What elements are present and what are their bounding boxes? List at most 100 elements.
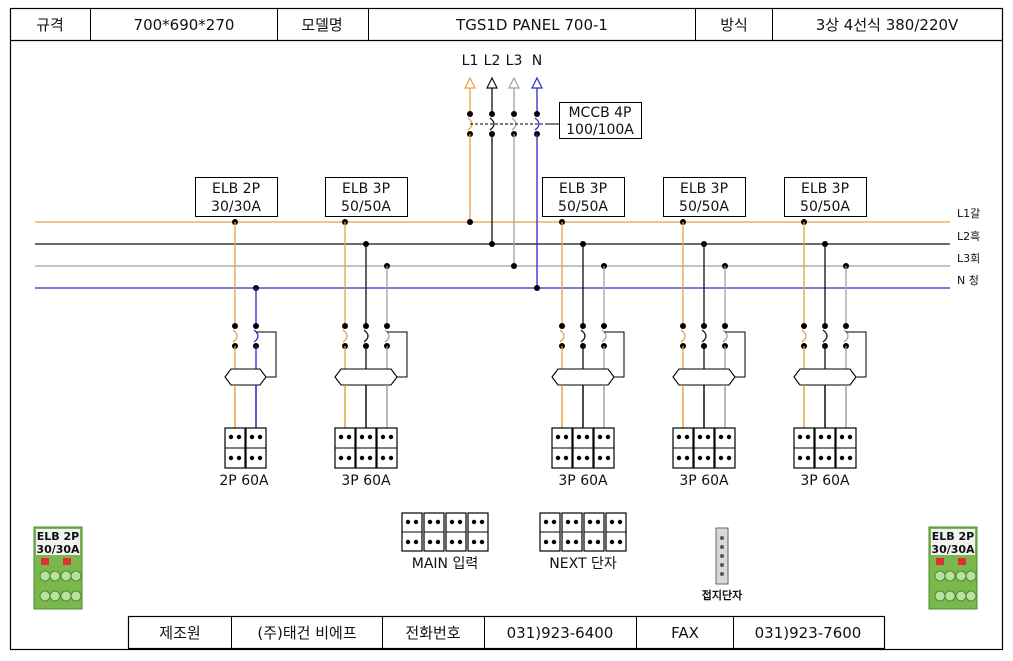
branch-5-label-1: ELB 3P [801, 181, 849, 197]
terminal-screw-icon [576, 434, 582, 440]
terminal-screw-icon [617, 519, 623, 525]
branch-2-label-2: 50/50A [341, 199, 391, 215]
spec-label: 규격 [36, 16, 64, 34]
ground-screw-icon [720, 554, 724, 558]
terminal-screw-icon [551, 519, 557, 525]
incoming-labels: L1 L2 L3 N [462, 53, 543, 69]
branch-3-label-2: 50/50A [558, 199, 608, 215]
branch-3-terminal-label: 3P 60A [558, 473, 608, 489]
terminal-screw-icon [805, 434, 811, 440]
branch-label-3: ELB 3P 50/50A [542, 177, 625, 217]
method-label: 방식 [720, 16, 748, 34]
screw-icon [70, 590, 82, 602]
test-circuit-wire [387, 331, 408, 378]
terminal-screw-icon [338, 434, 344, 440]
terminal-screw-icon [228, 455, 234, 461]
fax-label: FAX [671, 624, 699, 642]
terminal-screw-icon [597, 434, 603, 440]
side-badge-left: ELB 2P 30/30A [33, 526, 83, 610]
test-circuit-wire [604, 331, 625, 378]
breaker-contact-icon [534, 117, 540, 131]
breaker-contact-icon [701, 329, 707, 343]
terminal-screw-icon [228, 434, 234, 440]
zct-icon [224, 368, 267, 386]
terminal-screw-icon [818, 434, 824, 440]
terminal-screw-icon [587, 539, 593, 545]
terminal-screw-icon [435, 519, 441, 525]
side-badge-left-line2: 30/30A [36, 543, 80, 556]
terminal-screw-icon [839, 434, 845, 440]
breaker-contact-dot [342, 323, 348, 329]
incoming-arrow-icon [486, 76, 498, 89]
breaker-contact-dot [801, 323, 807, 329]
model-label: 모델명 [301, 16, 342, 34]
breaker-contact-icon [822, 329, 828, 343]
ground-screw-icon [720, 536, 724, 540]
terminal-screw-icon [449, 539, 455, 545]
incoming-arrow-icon [464, 76, 476, 89]
screw-icon [70, 570, 82, 582]
terminal-screw-icon [380, 434, 386, 440]
test-circuit-wire [846, 331, 867, 378]
branch-2-label-1: ELB 3P [342, 181, 390, 197]
breaker-contact-icon [232, 329, 238, 343]
breaker-contact-dot [701, 323, 707, 329]
terminal-screw-icon [413, 539, 419, 545]
incoming-arrow-icon [508, 76, 520, 89]
terminal-screw-icon [605, 455, 611, 461]
terminal-screw-icon [847, 434, 853, 440]
zct-icon [334, 368, 398, 386]
terminal-screw-icon [427, 519, 433, 525]
phone-value: 031)923-6400 [507, 624, 614, 642]
screw-icon [39, 590, 51, 602]
terminal-screw-icon [555, 455, 561, 461]
breaker-contact-icon [559, 329, 565, 343]
terminal-screw-icon [405, 519, 411, 525]
terminal-screw-icon [257, 455, 263, 461]
bus-label-l2: L2흑 [957, 229, 980, 243]
screw-icon [955, 590, 967, 602]
main-input-label: MAIN 입력 [412, 556, 478, 572]
terminal-screw-icon [236, 434, 242, 440]
breaker-contact-icon [363, 329, 369, 343]
breaker-contact-dot [843, 323, 849, 329]
terminal-screw-icon [346, 434, 352, 440]
bus-junction-dot [511, 263, 517, 269]
terminal-screw-icon [449, 519, 455, 525]
bus-junction-dot [489, 241, 495, 247]
side-badge-left-line1: ELB 2P [37, 530, 79, 543]
terminal-screw-icon [471, 519, 477, 525]
terminal-screw-icon [573, 519, 579, 525]
terminal-screw-icon [457, 519, 463, 525]
breaker-contact-dot [384, 323, 390, 329]
terminal-screw-icon [573, 539, 579, 545]
screw-icon [60, 590, 72, 602]
red-indicator-icon [41, 558, 49, 565]
red-indicator-icon [936, 558, 944, 565]
red-indicator-icon [63, 558, 71, 565]
ground-screw-icon [720, 545, 724, 549]
terminal-screw-icon [839, 455, 845, 461]
terminal-screw-icon [543, 539, 549, 545]
terminal-screw-icon [826, 434, 832, 440]
screw-icon [944, 570, 956, 582]
test-circuit-wire [725, 331, 746, 378]
bus-label-l1: L1갈 [957, 206, 980, 220]
bus-junction-dot [467, 219, 473, 225]
terminal-screw-icon [826, 455, 832, 461]
breaker-contact-dot [511, 111, 517, 117]
branch-label-5: ELB 3P 50/50A [784, 177, 867, 217]
terminal-screw-icon [609, 539, 615, 545]
screw-icon [955, 570, 967, 582]
branch-5-terminal-label: 3P 60A [800, 473, 850, 489]
screw-icon [965, 590, 977, 602]
maker-label: 제조원 [159, 624, 200, 642]
model-value: TGS1D PANEL 700-1 [455, 16, 608, 34]
screw-icon [944, 590, 956, 602]
method-value: 3상 4선식 380/220V [816, 16, 959, 34]
terminal-screw-icon [705, 455, 711, 461]
terminal-screw-icon [380, 455, 386, 461]
zct-icon [793, 368, 857, 386]
terminal-screw-icon [718, 455, 724, 461]
